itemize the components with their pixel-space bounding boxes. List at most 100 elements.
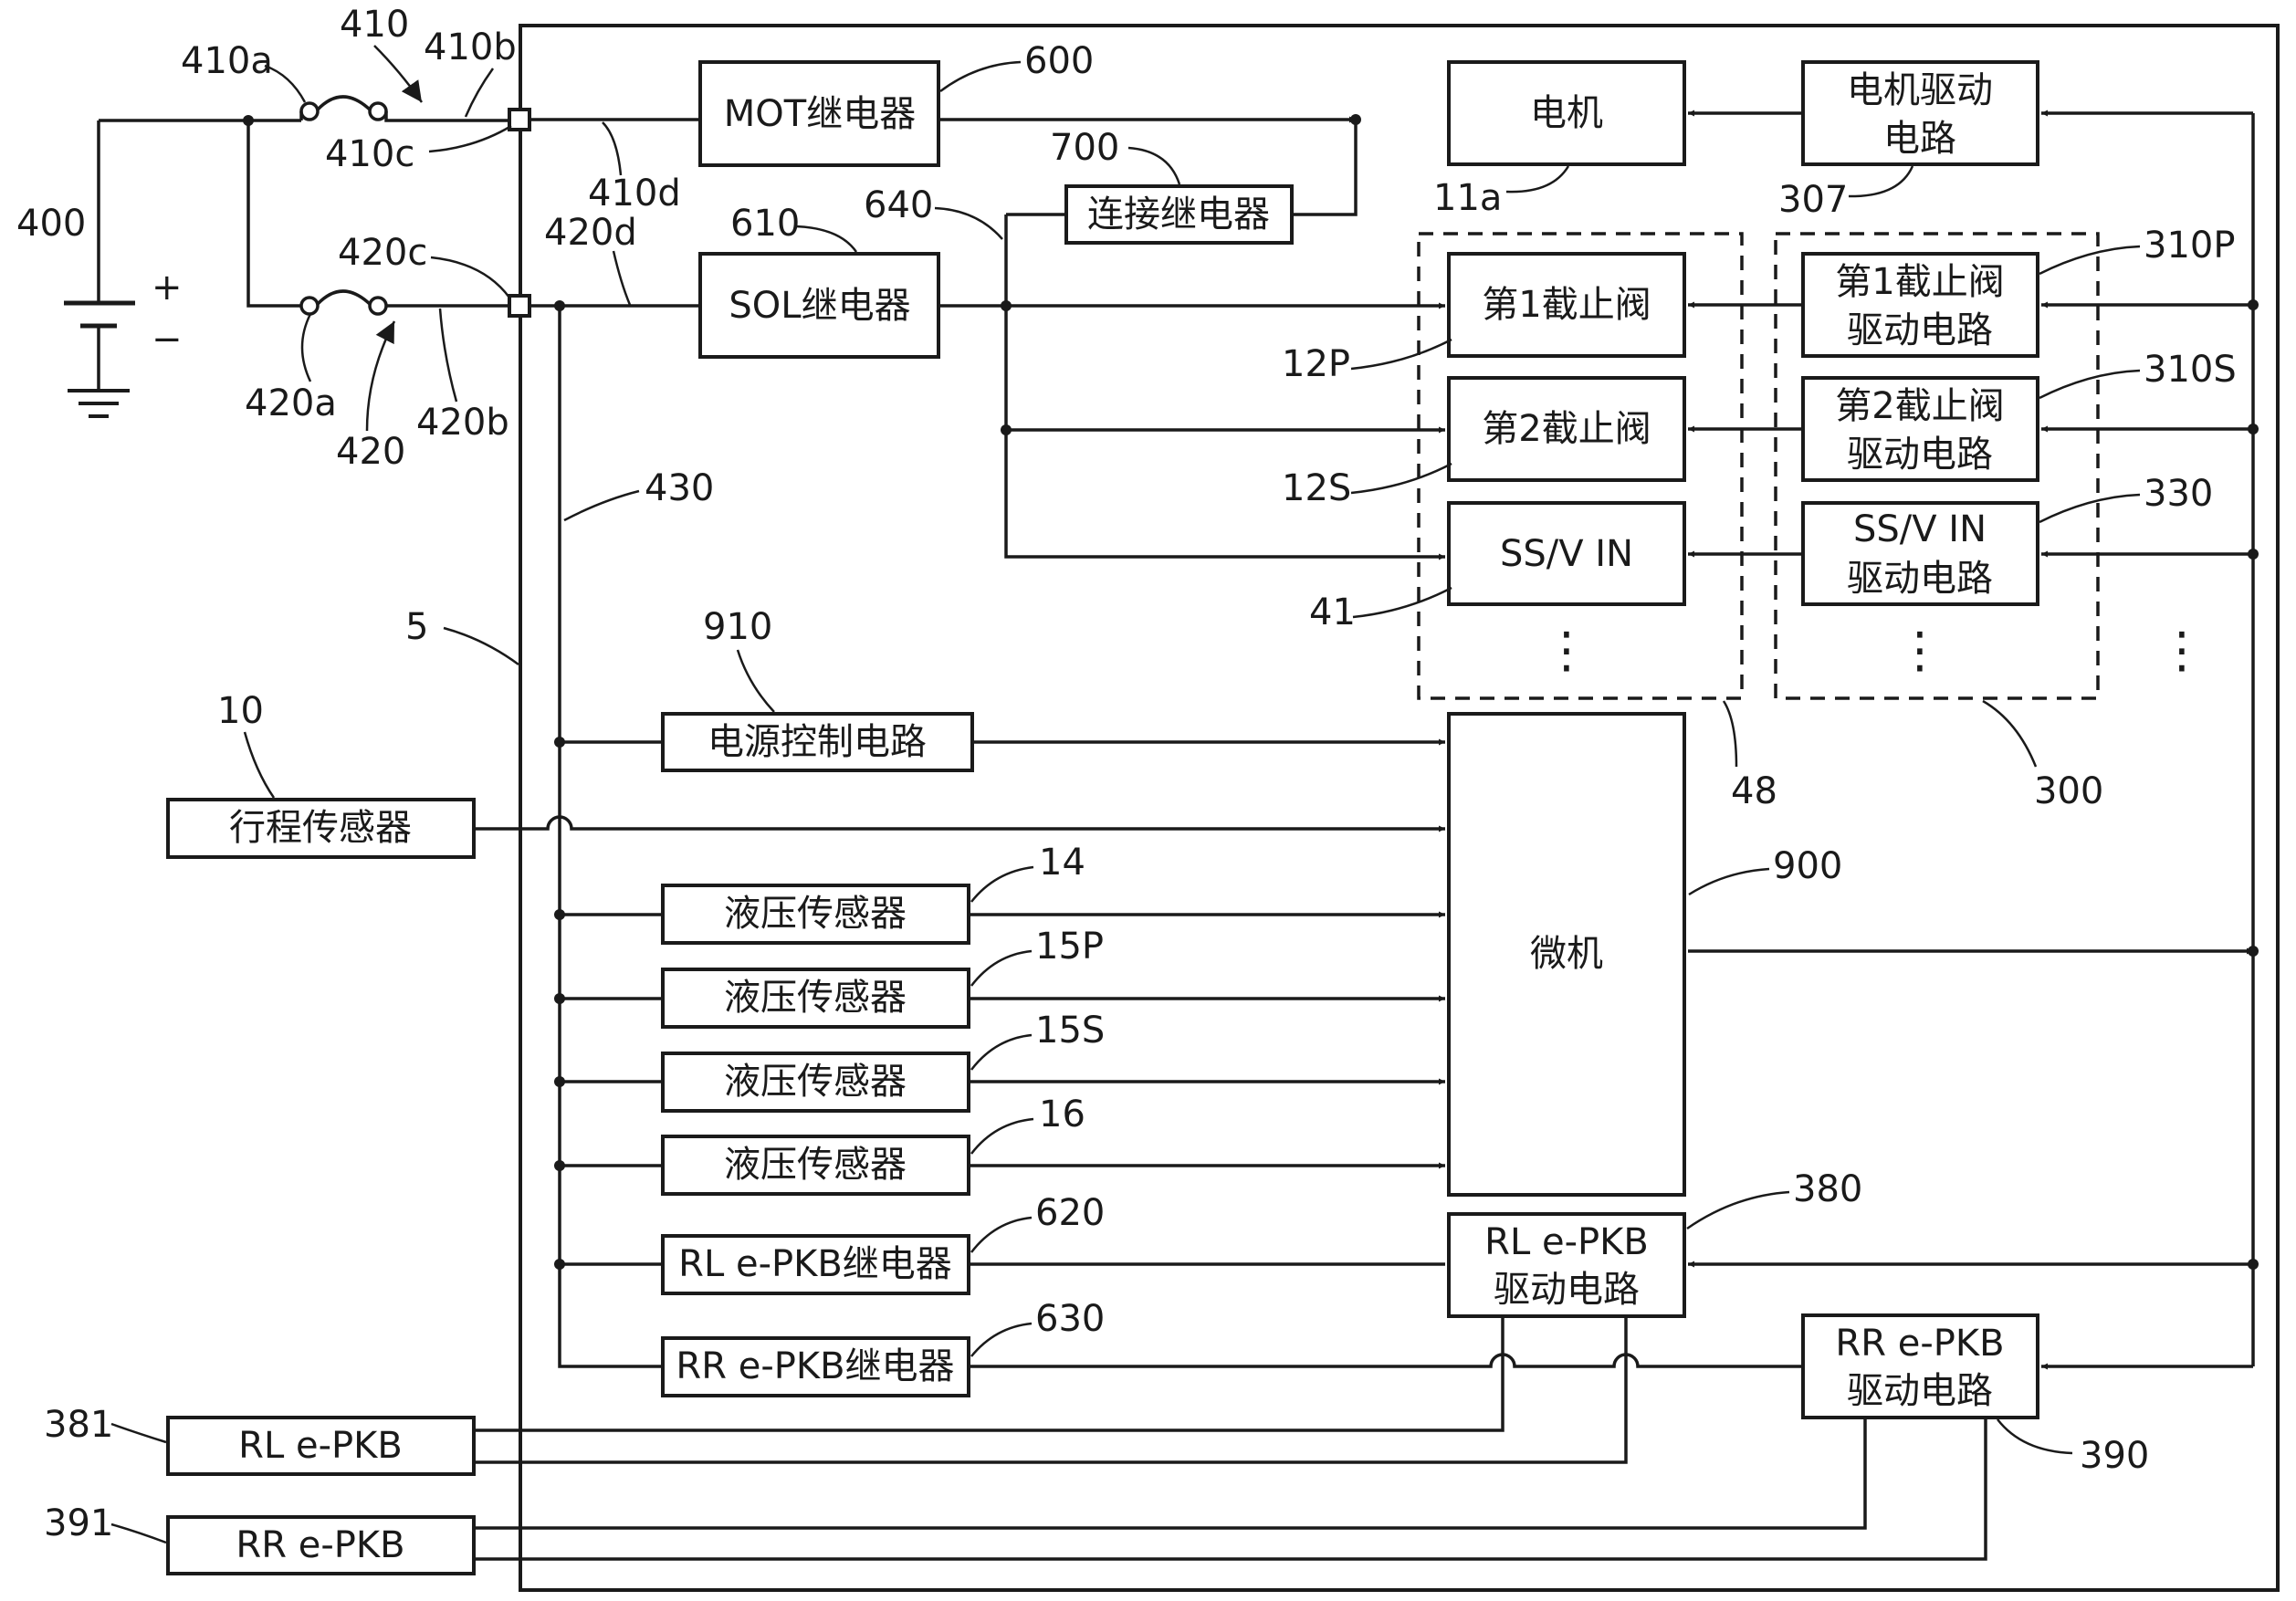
label-16: 16 [1039, 1093, 1085, 1135]
rr-epkb-label: RR e-PKB [236, 1524, 404, 1566]
label-410a: 410a [181, 40, 273, 82]
ellipsis-300: ⋮ [1895, 622, 1945, 679]
cutoff2-drive-line2: 驱动电路 [1847, 434, 1993, 476]
motor-box [1447, 60, 1686, 166]
rr-epkb-relay-label: RR e-PKB继电器 [676, 1345, 954, 1387]
rl-epkb-relay-label: RL e-PKB继电器 [678, 1243, 952, 1285]
rl-epkb-box [166, 1416, 476, 1476]
battery-plus: + [152, 267, 183, 309]
label-310S: 310S [2144, 349, 2237, 391]
label-381: 381 [44, 1404, 113, 1446]
group-300 [1774, 232, 2100, 700]
rr-epkb-drive-line1: RR e-PKB [1835, 1323, 2004, 1365]
battery-400 [64, 120, 135, 418]
fuse-410 [299, 95, 511, 122]
microcomputer-label: 微机 [1530, 933, 1603, 975]
sol-relay-label: SOL继电器 [729, 285, 910, 327]
label-400: 400 [16, 203, 86, 245]
rl-epkb-label: RL e-PKB [238, 1425, 403, 1467]
label-307: 307 [1778, 179, 1848, 221]
mot-relay-box [698, 60, 940, 167]
label-391: 391 [44, 1502, 113, 1544]
cutoff1-drive-box [1801, 252, 2039, 358]
cutoff1-drive-line1: 第1截止阀 [1835, 261, 2004, 303]
cutoff-valve-2-label: 第2截止阀 [1482, 408, 1651, 450]
cutoff-valve-2-box [1447, 376, 1686, 482]
ssv-in-box [1447, 501, 1686, 606]
label-420b: 420b [416, 402, 509, 444]
ellipsis-right: ⋮ [2157, 622, 2207, 679]
label-420c: 420c [338, 232, 427, 274]
cutoff-valve-1-label: 第1截止阀 [1482, 284, 1651, 326]
mot-relay-label: MOT继电器 [724, 93, 916, 135]
label-15P: 15P [1035, 926, 1104, 968]
label-700: 700 [1050, 127, 1119, 169]
label-600: 600 [1024, 40, 1094, 82]
label-41: 41 [1309, 591, 1356, 633]
motor-label: 电机 [1530, 92, 1603, 134]
label-380: 380 [1793, 1168, 1862, 1210]
pressure-sensor-14-box [661, 884, 970, 945]
label-420d: 420d [544, 212, 637, 254]
ssv-drive-line2: 驱动电路 [1847, 558, 1993, 600]
label-310P: 310P [2144, 225, 2235, 267]
label-420a: 420a [245, 382, 337, 424]
label-630: 630 [1035, 1298, 1105, 1340]
label-330: 330 [2144, 473, 2213, 515]
pressure-sensor-16-box [661, 1135, 970, 1196]
rr-epkb-drive-box [1801, 1313, 2039, 1419]
label-420: 420 [336, 431, 405, 473]
label-11a: 11a [1433, 177, 1502, 219]
label-300: 300 [2034, 770, 2103, 812]
sol-relay-box [698, 252, 940, 359]
label-14: 14 [1039, 842, 1085, 884]
stroke-sensor-label: 行程传感器 [229, 807, 412, 849]
rr-epkb-box [166, 1515, 476, 1575]
power-control-label: 电源控制电路 [708, 721, 927, 763]
label-430: 430 [645, 467, 714, 509]
motor-drive-box [1801, 60, 2039, 166]
label-10: 10 [217, 690, 264, 732]
label-410d: 410d [588, 173, 681, 215]
rr-epkb-drive-line2: 驱动电路 [1847, 1370, 1993, 1412]
rl-epkb-drive-line1: RL e-PKB [1484, 1221, 1649, 1263]
label-12P: 12P [1282, 343, 1350, 385]
label-48: 48 [1731, 770, 1777, 812]
pressure-sensor-15P-label: 液压传感器 [724, 977, 907, 1019]
motor-drive-line2: 电路 [1883, 118, 1956, 160]
label-410c: 410c [325, 133, 414, 175]
group-48 [1417, 232, 1744, 700]
label-910: 910 [703, 606, 772, 648]
fuse-420 [299, 289, 511, 316]
label-5: 5 [405, 606, 428, 648]
ssv-drive-box [1801, 501, 2039, 606]
label-390: 390 [2080, 1435, 2149, 1477]
microcomputer-box [1447, 712, 1686, 1197]
cutoff-valve-1-box [1447, 252, 1686, 358]
motor-drive-line1: 电机驱动 [1847, 69, 1993, 111]
pressure-sensor-14-label: 液压传感器 [724, 893, 907, 935]
control-unit-frame [519, 24, 2280, 1592]
label-900: 900 [1773, 845, 1842, 887]
power-control-box [661, 712, 974, 772]
cutoff2-drive-line1: 第2截止阀 [1835, 385, 2004, 427]
label-640: 640 [864, 184, 933, 226]
cutoff1-drive-line2: 驱动电路 [1847, 309, 1993, 351]
pressure-sensor-16-label: 液压传感器 [724, 1144, 907, 1186]
ssv-in-label: SS/V IN [1500, 533, 1633, 575]
label-410: 410 [340, 4, 409, 46]
terminal-420 [508, 294, 531, 318]
rl-epkb-drive-box [1447, 1212, 1686, 1318]
cutoff2-drive-box [1801, 376, 2039, 482]
label-15S: 15S [1035, 1010, 1105, 1052]
rl-epkb-relay-box [661, 1234, 970, 1295]
terminal-410 [508, 108, 531, 131]
rr-epkb-relay-box [661, 1336, 970, 1397]
connect-relay-label: 连接继电器 [1087, 194, 1270, 235]
pressure-sensor-15S-label: 液压传感器 [724, 1061, 907, 1103]
label-12S: 12S [1282, 467, 1351, 509]
label-620: 620 [1035, 1192, 1105, 1234]
ellipsis-48: ⋮ [1542, 622, 1591, 679]
stroke-sensor-box [166, 798, 476, 859]
ssv-drive-line1: SS/V IN [1853, 508, 1987, 550]
